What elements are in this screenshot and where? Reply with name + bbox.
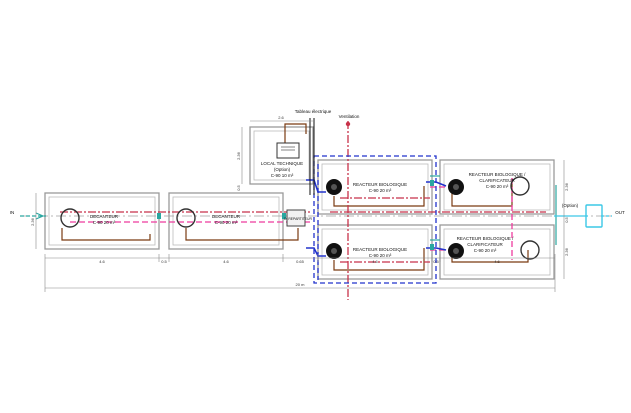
tank-technical-room [249,126,314,185]
label-in: IN [10,210,15,215]
label-clarifier-2-line2: CLARIFICATEUR [467,242,503,247]
dim-local-width: 2.6 [278,115,284,120]
aerator-clarifier-1 [448,179,464,195]
outlet-chamber-1 [510,176,530,196]
service-pipes [309,118,315,195]
dim-seg2: 0.5 [161,259,167,264]
label-out: OUT [615,210,625,215]
dim-seg6: 0.5 [433,259,439,264]
treated-line [20,175,557,245]
inlet-chamber-2 [176,208,196,228]
label-ventilation: Ventilation [339,114,360,119]
label-clarifier-1-line1: REACTEUR BIOLOGIQUE / [469,172,527,177]
outlet-chamber-2 [520,240,540,260]
label-reactor-2-volume: C-90 20 m³ [369,253,392,258]
ventilation-marker [345,121,351,127]
label-decanter-2-name: DECANTEUR [212,214,241,219]
label-clarifier-1-volume: C-90 20 m³ [486,184,509,189]
label-clarifier-2-volume: C-90 20 m³ [474,248,497,253]
label-reactor-1-name: REACTEUR BIOLOGIQUE [353,182,407,187]
control-cabinet [276,142,300,159]
label-technical-room: LOCAL TECHNIQUE [261,161,303,166]
label-option: (Option) [562,203,579,208]
label-reactor-2-name: REACTEUR BIOLOGIQUE [353,247,407,252]
tank-decanter-2 [168,192,284,250]
label-electric-panel: Tableau électrique [295,109,332,114]
label-distribution-box: DI REPARTITEUR [284,217,312,221]
inlet-chamber-1 [60,208,80,228]
option-box [585,204,603,228]
dim-seg7: 4.6 [494,259,500,264]
dim-left-height: 2.36 [30,217,35,226]
distribution-box [286,209,306,227]
label-decanter-1-volume: C-90 20 m³ [93,220,116,225]
dimension-lines [35,120,565,292]
aerator-reactor-1 [326,179,342,195]
valves [157,180,434,250]
label-reactor-1-volume: C-90 20 m³ [369,188,392,193]
dim-right-height-1: 2.36 [564,182,569,191]
dim-local-gap: 0.5 [236,184,241,190]
label-decanter-1-name: DECANTEUR [90,214,119,219]
dim-seg5: 4.6 [372,259,378,264]
tank-decanter-1 [44,192,160,250]
dim-seg3: 4.6 [223,259,229,264]
label-decanter-2-volume: C-90 20 m³ [215,220,238,225]
aerator-clarifier-2 [448,243,464,259]
tank-clarifier-2 [439,224,555,280]
dim-seg4: 0.65 [296,259,305,264]
label-technical-room-volume: C-90 10 m³ [271,173,294,178]
air-line [60,121,546,300]
label-clarifier-1-line2: CLARIFICATEUR [479,178,515,183]
dim-total: 20 m [296,282,306,287]
label-clarifier-2-line1: REACTEUR BIOLOGIQUE / [457,236,515,241]
dim-seg1: 4.6 [99,259,105,264]
aerator-reactor-2 [326,243,342,259]
dim-right-gap: 0.5 [564,216,569,222]
dim-right-height-2: 2.36 [564,247,569,256]
label-technical-room-option: (Option) [274,167,291,172]
dim-local-height: 2.36 [236,151,241,160]
